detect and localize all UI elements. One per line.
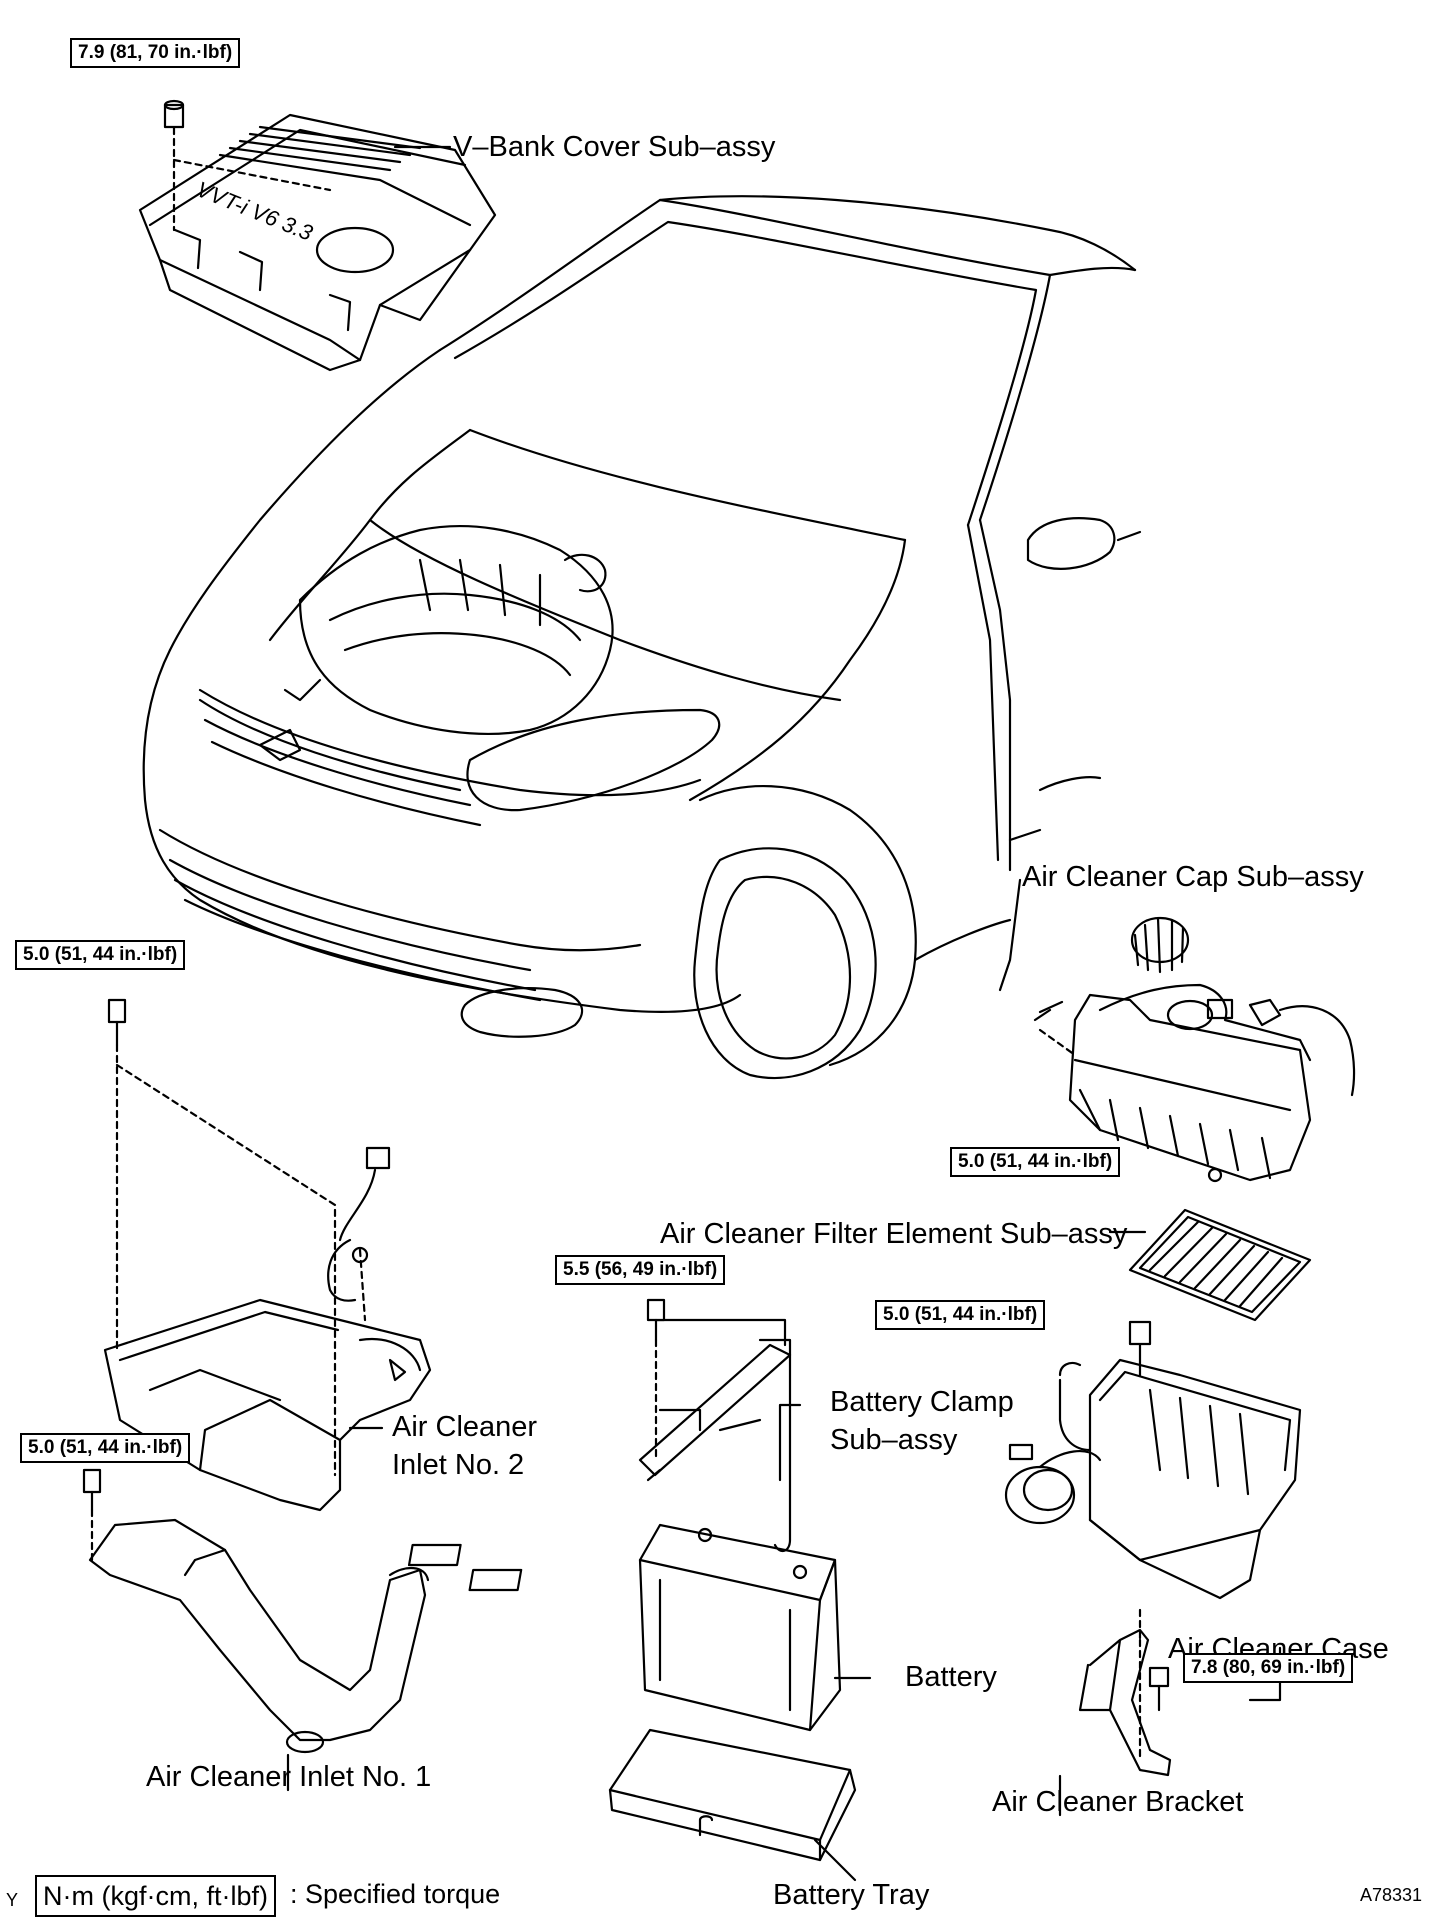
battery-clamp [638,1298,792,1553]
battery [407,1523,842,1732]
label-air-cleaner-inlet-1: Air Cleaner Inlet No. 1 [146,1761,432,1793]
leader-lines [286,145,1282,1882]
v-bank-cover: VVT-i V6 3.3 [138,99,497,372]
air-cleaner-case [1004,1320,1302,1762]
label-air-cleaner-bracket: Air Cleaner Bracket [992,1786,1244,1818]
torque-inlet-2: 5.0 (51, 44 in.·lbf) [15,940,186,970]
car-body [142,195,1142,1080]
air-cleaner-inlet-2 [103,998,432,1512]
figure-code: A78331 [1360,1885,1423,1905]
battery-tray [608,1728,857,1862]
corner-mark: Y [6,1890,19,1910]
cover-engraving: VVT-i V6 3.3 [193,176,317,245]
torque-v-bank-cover: 7.9 (81, 70 in.·lbf) [70,38,241,68]
label-battery-tray: Battery Tray [773,1879,930,1911]
label-battery: Battery [905,1661,997,1693]
torque-clamp: 5.5 (56, 49 in.·lbf) [555,1255,726,1285]
air-cleaner-filter [1128,1208,1312,1322]
legend-units-box: N·m (kgf·cm, ft·lbf) [35,1875,276,1917]
label-battery-clamp-line1: Battery Clamp [830,1386,1014,1418]
label-air-cleaner-inlet-2-line2: Inlet No. 2 [392,1449,525,1481]
label-air-cleaner-filter: Air Cleaner Filter Element Sub–assy [660,1218,1128,1250]
label-air-cleaner-cap: Air Cleaner Cap Sub–assy [1022,861,1364,893]
legend-description: : Specified torque [290,1879,501,1909]
torque-cap: 5.0 (51, 44 in.·lbf) [950,1147,1121,1177]
air-cleaner-inlet-1 [82,1468,430,1754]
torque-case: 5.0 (51, 44 in.·lbf) [875,1300,1046,1330]
label-v-bank-cover: V–Bank Cover Sub–assy [453,131,776,163]
torque-inlet-1: 5.0 (51, 44 in.·lbf) [20,1433,191,1463]
label-battery-clamp-line2: Sub–assy [830,1424,958,1456]
label-air-cleaner-inlet-2-line1: Air Cleaner [392,1411,538,1443]
air-cleaner-bracket [1078,1628,1172,1777]
torque-bracket: 7.8 (80, 69 in.·lbf) [1183,1653,1354,1683]
air-cleaner-cap [1033,916,1356,1183]
